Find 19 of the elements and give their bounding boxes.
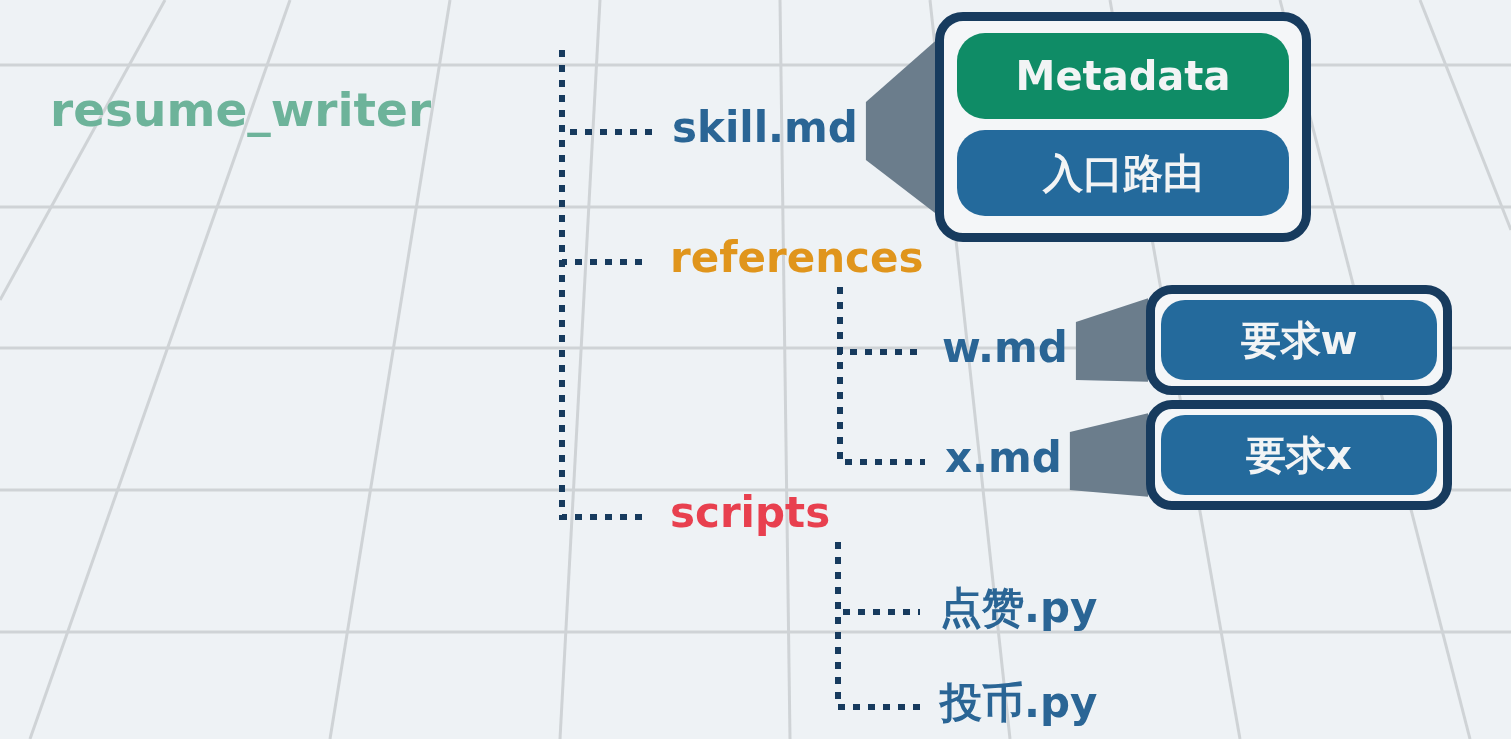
callout-box <box>935 12 1311 242</box>
file-name: 点赞.py <box>940 587 1098 629</box>
requirement-box <box>1146 285 1452 395</box>
callout-pointer <box>1069 413 1148 497</box>
callout-pointer <box>1075 298 1148 382</box>
routing-pill: 入口路由 <box>957 130 1289 216</box>
file-name: skill.md <box>672 107 858 149</box>
file-name: x.md <box>945 437 1062 479</box>
requirement-pill: 要求x <box>1161 415 1437 495</box>
tree-connector <box>835 542 920 710</box>
requirement-box <box>1146 400 1452 510</box>
folder-name: references <box>670 237 924 279</box>
tree-connector <box>837 287 925 465</box>
callout-pointer <box>865 39 937 215</box>
file-name: w.md <box>942 327 1068 369</box>
requirement-pill: 要求w <box>1161 300 1437 380</box>
metadata-pill: Metadata <box>957 33 1289 119</box>
folder-name: scripts <box>670 492 831 534</box>
file-name: 投币.py <box>940 682 1098 724</box>
